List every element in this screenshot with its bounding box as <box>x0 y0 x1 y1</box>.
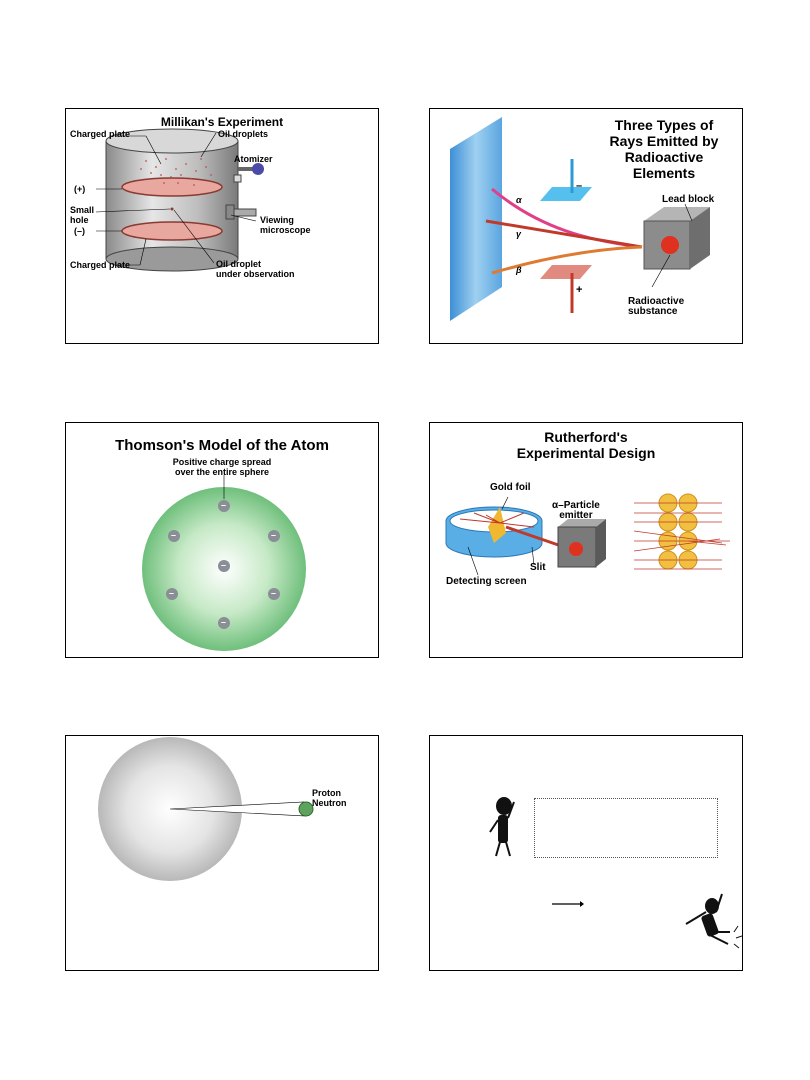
label-small-hole: Small hole <box>70 205 95 225</box>
nucleus-diagram <box>98 737 314 881</box>
thinking-figure <box>489 797 515 857</box>
gold-atoms <box>658 493 698 570</box>
slide-figures <box>429 735 743 971</box>
electron-sign: – <box>221 500 227 510</box>
electron-sign: – <box>221 617 227 627</box>
nucleus <box>298 801 314 817</box>
slide-title: Millikan's Experiment <box>160 115 284 129</box>
label-positive-charge: Positive charge spread over the entire s… <box>172 457 272 477</box>
slide-thomson: Thomson's Model of the Atom Positive cha… <box>65 422 379 658</box>
label-minus: (–) <box>74 226 85 236</box>
top-plate <box>121 177 223 197</box>
label-oil-droplet-observation: Oil droplet under observation <box>216 259 295 279</box>
electrons <box>166 500 280 629</box>
slide-title: Thomson's Model of the Atom <box>115 437 329 454</box>
slide-rutherford: Rutherford's Experimental Design <box>429 422 743 658</box>
rutherford-diagram <box>445 493 730 576</box>
label-charged-plate-bottom: Charged plate <box>70 260 131 270</box>
slide-three-rays: Three Types of Rays Emitted by Radioacti… <box>429 108 743 344</box>
label-plus: + <box>576 284 583 296</box>
label-detecting-screen: Detecting screen <box>446 576 527 587</box>
label-lead-block: Lead block <box>662 194 715 205</box>
label-radioactive-substance: Radioactive substance <box>628 296 685 317</box>
dotted-text-box <box>534 798 718 858</box>
atomizer-bulb <box>252 163 264 175</box>
electron-sign: – <box>171 530 177 540</box>
label-alpha: α <box>516 195 522 205</box>
positive-plate <box>540 265 592 279</box>
label-viewing-microscope: Viewing microscope <box>260 215 311 235</box>
slide-title: Rutherford's Experimental Design <box>516 429 656 461</box>
detecting-screen <box>450 117 502 321</box>
electron-sign: – <box>271 530 277 540</box>
bottom-plate <box>121 221 223 241</box>
label-gamma: γ <box>516 229 522 239</box>
millikan-diagram <box>95 128 264 272</box>
slide-title: Three Types of Rays Emitted by Radioacti… <box>609 117 719 181</box>
label-alpha-emitter: α–Particle emitter <box>552 500 600 521</box>
electron-sign: – <box>221 560 227 570</box>
label-plus: (+) <box>74 184 86 194</box>
label-oil-droplets: Oil droplets <box>218 129 269 139</box>
label-minus: – <box>576 180 583 192</box>
label-charged-plate-top: Charged plate <box>70 129 131 139</box>
thomson-atom-diagram <box>142 475 306 651</box>
slide-millikan: Millikan's Experiment <box>65 108 379 344</box>
label-beta: β <box>516 265 522 275</box>
figures-diagram <box>489 797 742 949</box>
label-neutron: Neutron <box>312 798 347 808</box>
label-slit: Slit <box>530 562 546 573</box>
falling-figure <box>685 893 742 949</box>
label-atomizer: Atomizer <box>234 154 273 164</box>
rays-diagram <box>450 117 710 321</box>
gold-foil <box>488 507 506 543</box>
negative-plate <box>540 187 592 201</box>
electron-sign: – <box>169 588 175 598</box>
electron-sign: – <box>271 588 277 598</box>
slide-nucleus: Proton Neutron <box>65 735 379 971</box>
label-gold-foil: Gold foil <box>490 482 531 493</box>
label-proton: Proton <box>312 788 341 798</box>
